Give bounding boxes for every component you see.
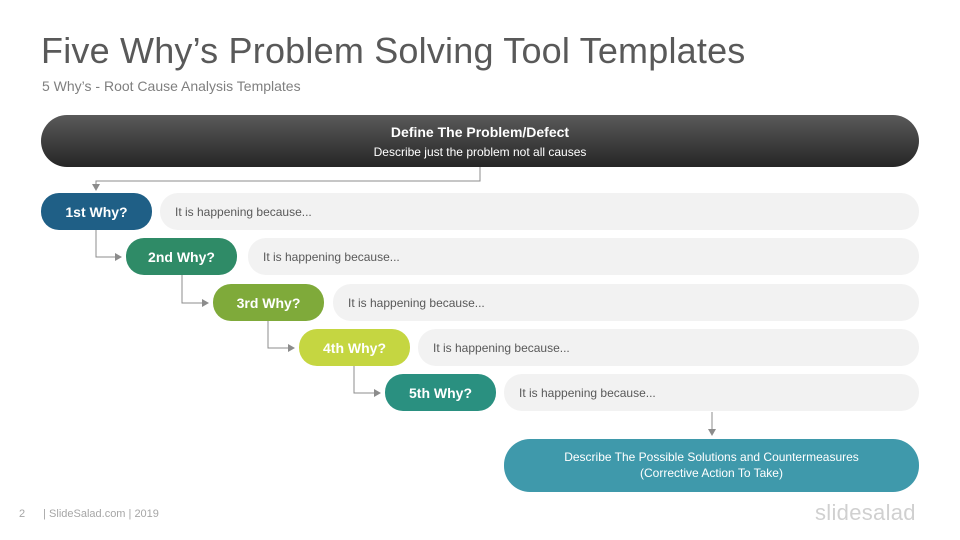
why-3-pill: 3rd Why? [213,284,324,321]
why-2-answer-text: It is happening because... [263,249,400,264]
why-1-label: 1st Why? [65,203,128,220]
brand-logo: slidesalad [815,500,916,525]
why-5-answer: It is happening because... [504,374,919,411]
connector-why2-to-why3 [181,275,209,307]
why-5-label: 5th Why? [409,384,472,401]
connector-why3-to-why4 [267,320,295,352]
why-3-answer-text: It is happening because... [348,295,485,310]
problem-description: Describe just the problem not all causes [373,145,587,159]
connector-problem-to-why1 [92,167,481,191]
why-4-answer-text: It is happening because... [433,340,570,355]
why-1-pill: 1st Why? [41,193,152,230]
why-3-label: 3rd Why? [236,294,301,311]
why-4-answer: It is happening because... [418,329,919,366]
connector-why1-to-why2 [95,229,122,261]
problem-definition-bar: Define The Problem/Defect Describe just … [41,115,919,167]
why-2-pill: 2nd Why? [126,238,237,275]
why-3-answer: It is happening because... [333,284,919,321]
footer: 2 | SlideSalad.com | 2019 [19,508,159,520]
solution-box: Describe The Possible Solutions and Coun… [504,439,919,492]
solution-line-1: Describe The Possible Solutions and Coun… [564,450,859,464]
why-2-label: 2nd Why? [148,248,215,265]
slide-subtitle: 5 Why’s - Root Cause Analysis Templates [42,78,301,94]
why-5-pill: 5th Why? [385,374,496,411]
solution-line-2: (Corrective Action To Take) [640,466,783,480]
page-number: 2 [19,508,26,520]
why-1-answer: It is happening because... [160,193,919,230]
why-4-pill: 4th Why? [299,329,410,366]
why-2-answer: It is happening because... [248,238,919,275]
why-5-answer-text: It is happening because... [519,385,656,400]
why-1-answer-text: It is happening because... [175,204,312,219]
footer-text: | SlideSalad.com | 2019 [43,508,159,520]
slide-title: Five Why’s Problem Solving Tool Template… [41,30,746,71]
problem-title: Define The Problem/Defect [390,124,570,140]
connector-why4-to-why5 [353,366,381,397]
why-4-label: 4th Why? [323,339,386,356]
